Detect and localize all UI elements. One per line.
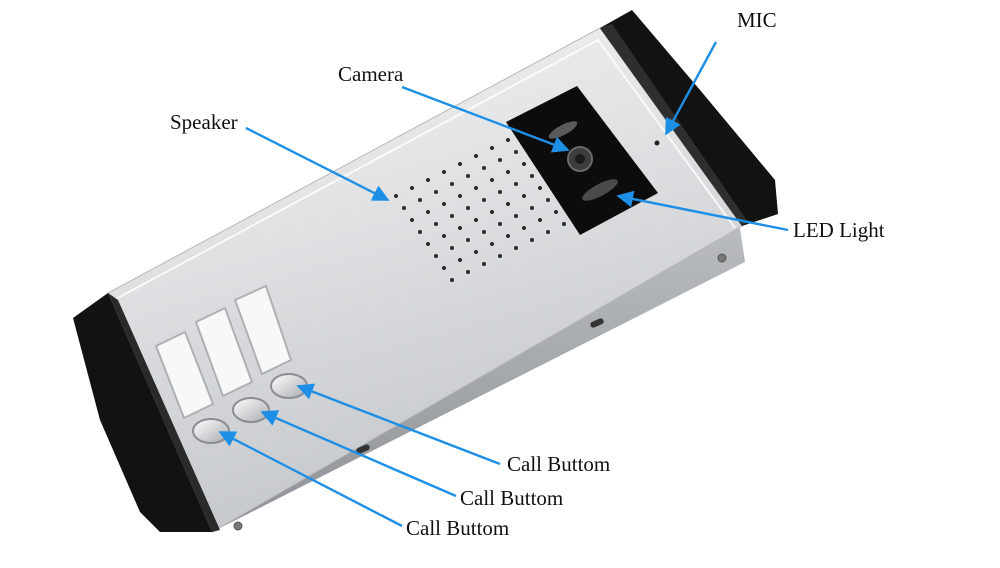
- speaker-hole: [522, 162, 526, 166]
- speaker-hole: [474, 250, 478, 254]
- speaker-hole: [498, 190, 502, 194]
- intercom-panel: [73, 10, 778, 532]
- speaker-hole: [434, 190, 438, 194]
- speaker-hole: [410, 186, 414, 190]
- speaker-hole: [514, 182, 518, 186]
- speaker-hole: [458, 258, 462, 262]
- speaker-hole: [506, 170, 510, 174]
- label-call-button-3: Call Buttom: [406, 516, 509, 541]
- speaker-hole: [562, 222, 566, 226]
- speaker-hole: [498, 158, 502, 162]
- speaker-hole: [554, 210, 558, 214]
- speaker-hole: [402, 206, 406, 210]
- speaker-hole: [506, 234, 510, 238]
- speaker-hole: [458, 162, 462, 166]
- speaker-hole: [538, 218, 542, 222]
- camera-lens-core: [575, 154, 585, 164]
- speaker-hole: [490, 146, 494, 150]
- speaker-hole: [490, 210, 494, 214]
- speaker-hole: [490, 178, 494, 182]
- screw-left: [234, 522, 242, 530]
- label-speaker: Speaker: [170, 110, 238, 135]
- speaker-hole: [466, 270, 470, 274]
- screw-right: [718, 254, 726, 262]
- speaker-hole: [482, 262, 486, 266]
- call-button-icon[interactable]: [233, 398, 269, 422]
- panel-face: [108, 28, 742, 532]
- speaker-hole: [530, 174, 534, 178]
- speaker-hole: [506, 202, 510, 206]
- speaker-hole: [546, 198, 550, 202]
- speaker-hole: [426, 210, 430, 214]
- speaker-hole: [498, 254, 502, 258]
- speaker-hole: [474, 186, 478, 190]
- speaker-hole: [434, 254, 438, 258]
- speaker-hole: [498, 222, 502, 226]
- speaker-hole: [474, 154, 478, 158]
- speaker-hole: [450, 214, 454, 218]
- speaker-hole: [458, 194, 462, 198]
- speaker-hole: [418, 230, 422, 234]
- label-call-button-2: Call Buttom: [460, 486, 563, 511]
- speaker-hole: [410, 218, 414, 222]
- call-button-icon[interactable]: [271, 374, 307, 398]
- label-mic: MIC: [737, 8, 777, 33]
- speaker-hole: [474, 218, 478, 222]
- speaker-hole: [482, 198, 486, 202]
- speaker-hole: [442, 170, 446, 174]
- speaker-hole: [426, 242, 430, 246]
- speaker-hole: [394, 194, 398, 198]
- speaker-hole: [546, 230, 550, 234]
- mic-hole-icon: [655, 141, 660, 146]
- speaker-hole: [450, 182, 454, 186]
- label-led-light: LED Light: [793, 218, 885, 243]
- speaker-hole: [514, 150, 518, 154]
- speaker-hole: [466, 174, 470, 178]
- speaker-hole: [530, 206, 534, 210]
- speaker-hole: [450, 278, 454, 282]
- speaker-hole: [514, 246, 518, 250]
- label-call-button-1: Call Buttom: [507, 452, 610, 477]
- speaker-hole: [506, 138, 510, 142]
- speaker-hole: [442, 266, 446, 270]
- speaker-hole: [434, 222, 438, 226]
- speaker-hole: [442, 234, 446, 238]
- speaker-hole: [482, 166, 486, 170]
- speaker-hole: [522, 194, 526, 198]
- speaker-hole: [426, 178, 430, 182]
- speaker-hole: [514, 214, 518, 218]
- speaker-hole: [418, 198, 422, 202]
- speaker-hole: [466, 206, 470, 210]
- speaker-hole: [450, 246, 454, 250]
- call-button-icon[interactable]: [193, 419, 229, 443]
- speaker-hole: [522, 226, 526, 230]
- label-camera: Camera: [338, 62, 403, 87]
- speaker-hole: [538, 186, 542, 190]
- speaker-hole: [482, 230, 486, 234]
- speaker-hole: [490, 242, 494, 246]
- speaker-hole: [530, 238, 534, 242]
- speaker-hole: [466, 238, 470, 242]
- speaker-hole: [458, 226, 462, 230]
- speaker-hole: [442, 202, 446, 206]
